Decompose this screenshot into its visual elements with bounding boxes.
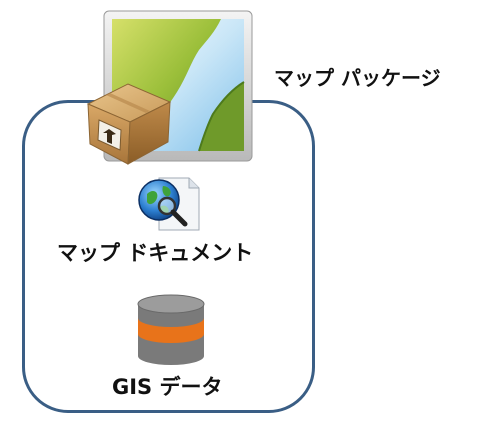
database-icon: [136, 294, 206, 370]
gis-data-label: GIS データ: [112, 375, 223, 399]
map-document-label: マップ ドキュメント: [57, 241, 254, 265]
map-package-label: マップ パッケージ: [274, 66, 441, 90]
cardboard-box-icon: [84, 78, 174, 170]
globe-document-icon: [137, 176, 201, 238]
